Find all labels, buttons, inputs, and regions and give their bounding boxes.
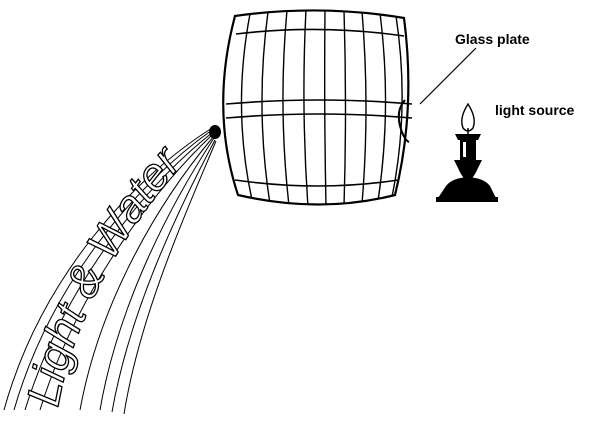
candle-holder <box>454 160 482 178</box>
glass-plate-leader-line <box>419 47 477 105</box>
barrel-hoop-bottom <box>234 179 399 187</box>
candle-highlight <box>463 142 466 157</box>
candle-body <box>460 140 476 160</box>
candle-foot <box>436 197 498 202</box>
barrel-icon <box>209 9 413 206</box>
barrel-staves <box>240 10 403 205</box>
stream-label: Light & Water <box>17 135 192 410</box>
barrel-hole <box>209 125 221 139</box>
candle-icon <box>436 102 498 202</box>
barrel-hoop-middle-lower <box>225 113 413 119</box>
glass-plate-label: Glass plate <box>455 31 530 47</box>
light-source-label: light source <box>495 102 575 118</box>
flame-icon <box>461 102 475 132</box>
candle-base <box>438 177 496 198</box>
candle-cup <box>455 134 481 140</box>
barrel-hoop-top <box>235 28 405 37</box>
barrel-hoop-middle-upper <box>225 99 413 105</box>
glass-plate <box>397 99 410 143</box>
light-water-stream <box>3 127 217 415</box>
